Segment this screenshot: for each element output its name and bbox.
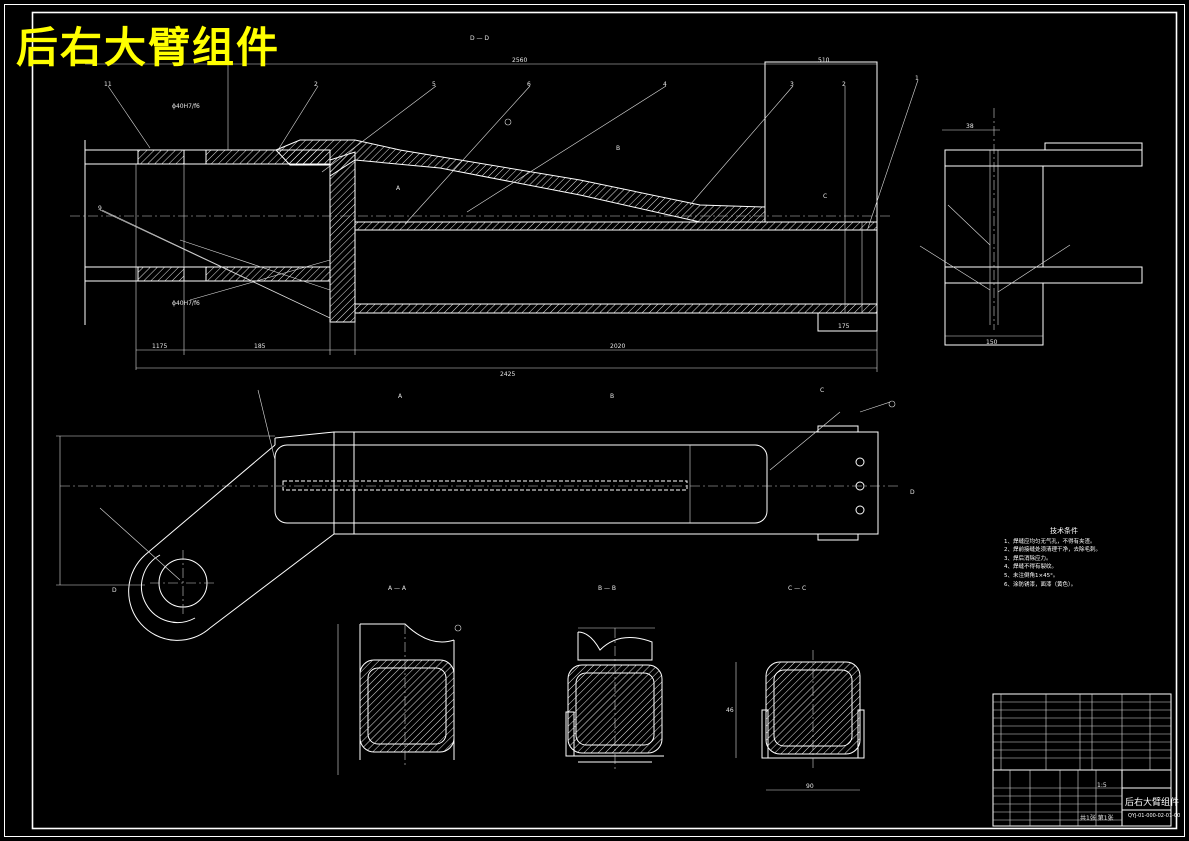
svg-text:D: D — [910, 489, 915, 496]
svg-text:B: B — [610, 393, 614, 400]
svg-text:5: 5 — [432, 81, 436, 88]
svg-text:46: 46 — [726, 707, 734, 714]
technical-notes: 技术条件 1、焊缝应均匀无气孔，不得有夹渣。 2、焊前接缝处须清理干净，去除毛刺… — [1004, 527, 1124, 589]
svg-text:2020: 2020 — [610, 343, 625, 350]
svg-text:B: B — [616, 145, 620, 152]
title-block: 1:5 共1张 第1张 — [992, 769, 1172, 827]
side-view: 38 150 — [919, 108, 1143, 346]
svg-text:90: 90 — [806, 783, 814, 790]
technical-note-line: 5、未注倒角1×45°。 — [1004, 572, 1059, 579]
technical-note-line: 4、焊缝不得有裂纹。 — [1004, 564, 1057, 571]
svg-text:150: 150 — [986, 339, 998, 346]
svg-text:1175: 1175 — [152, 343, 167, 350]
svg-text:A: A — [398, 393, 403, 400]
svg-text:ϕ40H7/f6: ϕ40H7/f6 — [172, 103, 200, 110]
svg-text:2425: 2425 — [500, 371, 515, 378]
inner-border — [31, 11, 1178, 830]
technical-notes-heading: 技术条件 — [1050, 527, 1078, 535]
title-block-name: 后右大臂组件 — [1125, 798, 1180, 808]
svg-text:C: C — [823, 193, 827, 200]
svg-text:D: D — [112, 587, 117, 594]
section-cc-view: C — C 90 46 — [726, 585, 865, 791]
technical-note-line: 3、焊后消除应力。 — [1004, 555, 1052, 562]
svg-text:510: 510 — [818, 57, 830, 64]
svg-text:175: 175 — [838, 323, 850, 330]
plan-view: D D — [56, 389, 915, 641]
svg-text:9: 9 — [98, 205, 102, 212]
technical-note-line: 6、涂防锈漆，面漆（黄色）。 — [1004, 581, 1077, 588]
svg-text:共1张 第1张: 共1张 第1张 — [1080, 814, 1114, 822]
technical-note-line: 2、焊前接缝处须清理干净，去除毛刺。 — [1004, 547, 1102, 554]
svg-text:6: 6 — [527, 81, 531, 88]
svg-text:2: 2 — [842, 81, 846, 88]
svg-text:185: 185 — [254, 343, 266, 350]
svg-text:3: 3 — [790, 81, 794, 88]
svg-text:C — C: C — C — [788, 585, 806, 592]
main-elevation-view: D — D — [70, 35, 919, 400]
svg-text:C: C — [820, 387, 824, 394]
svg-text:4: 4 — [663, 81, 667, 88]
svg-text:11: 11 — [104, 81, 112, 88]
svg-text:B — B: B — B — [598, 585, 616, 592]
section-aa-view: A — A — [337, 585, 462, 775]
section-dd-label: D — D — [470, 35, 489, 42]
title-block-code: QYJ-01-000-02-01-00 — [1128, 813, 1181, 819]
svg-text:38: 38 — [966, 123, 974, 130]
section-bb-view: B — B — [565, 585, 664, 770]
outer-border — [4, 4, 1185, 837]
parts-list-table — [992, 693, 1172, 771]
svg-text:ϕ40H7/f6: ϕ40H7/f6 — [172, 300, 200, 307]
svg-text:1:5: 1:5 — [1097, 782, 1107, 789]
svg-text:A — A: A — A — [388, 585, 407, 592]
drawing-title: 后右大臂组件 — [16, 23, 281, 72]
technical-note-line: 1、焊缝应均匀无气孔，不得有夹渣。 — [1004, 538, 1096, 545]
svg-text:2560: 2560 — [512, 57, 527, 64]
svg-text:1: 1 — [915, 75, 919, 82]
svg-text:A: A — [396, 185, 401, 192]
svg-text:2: 2 — [314, 81, 318, 88]
